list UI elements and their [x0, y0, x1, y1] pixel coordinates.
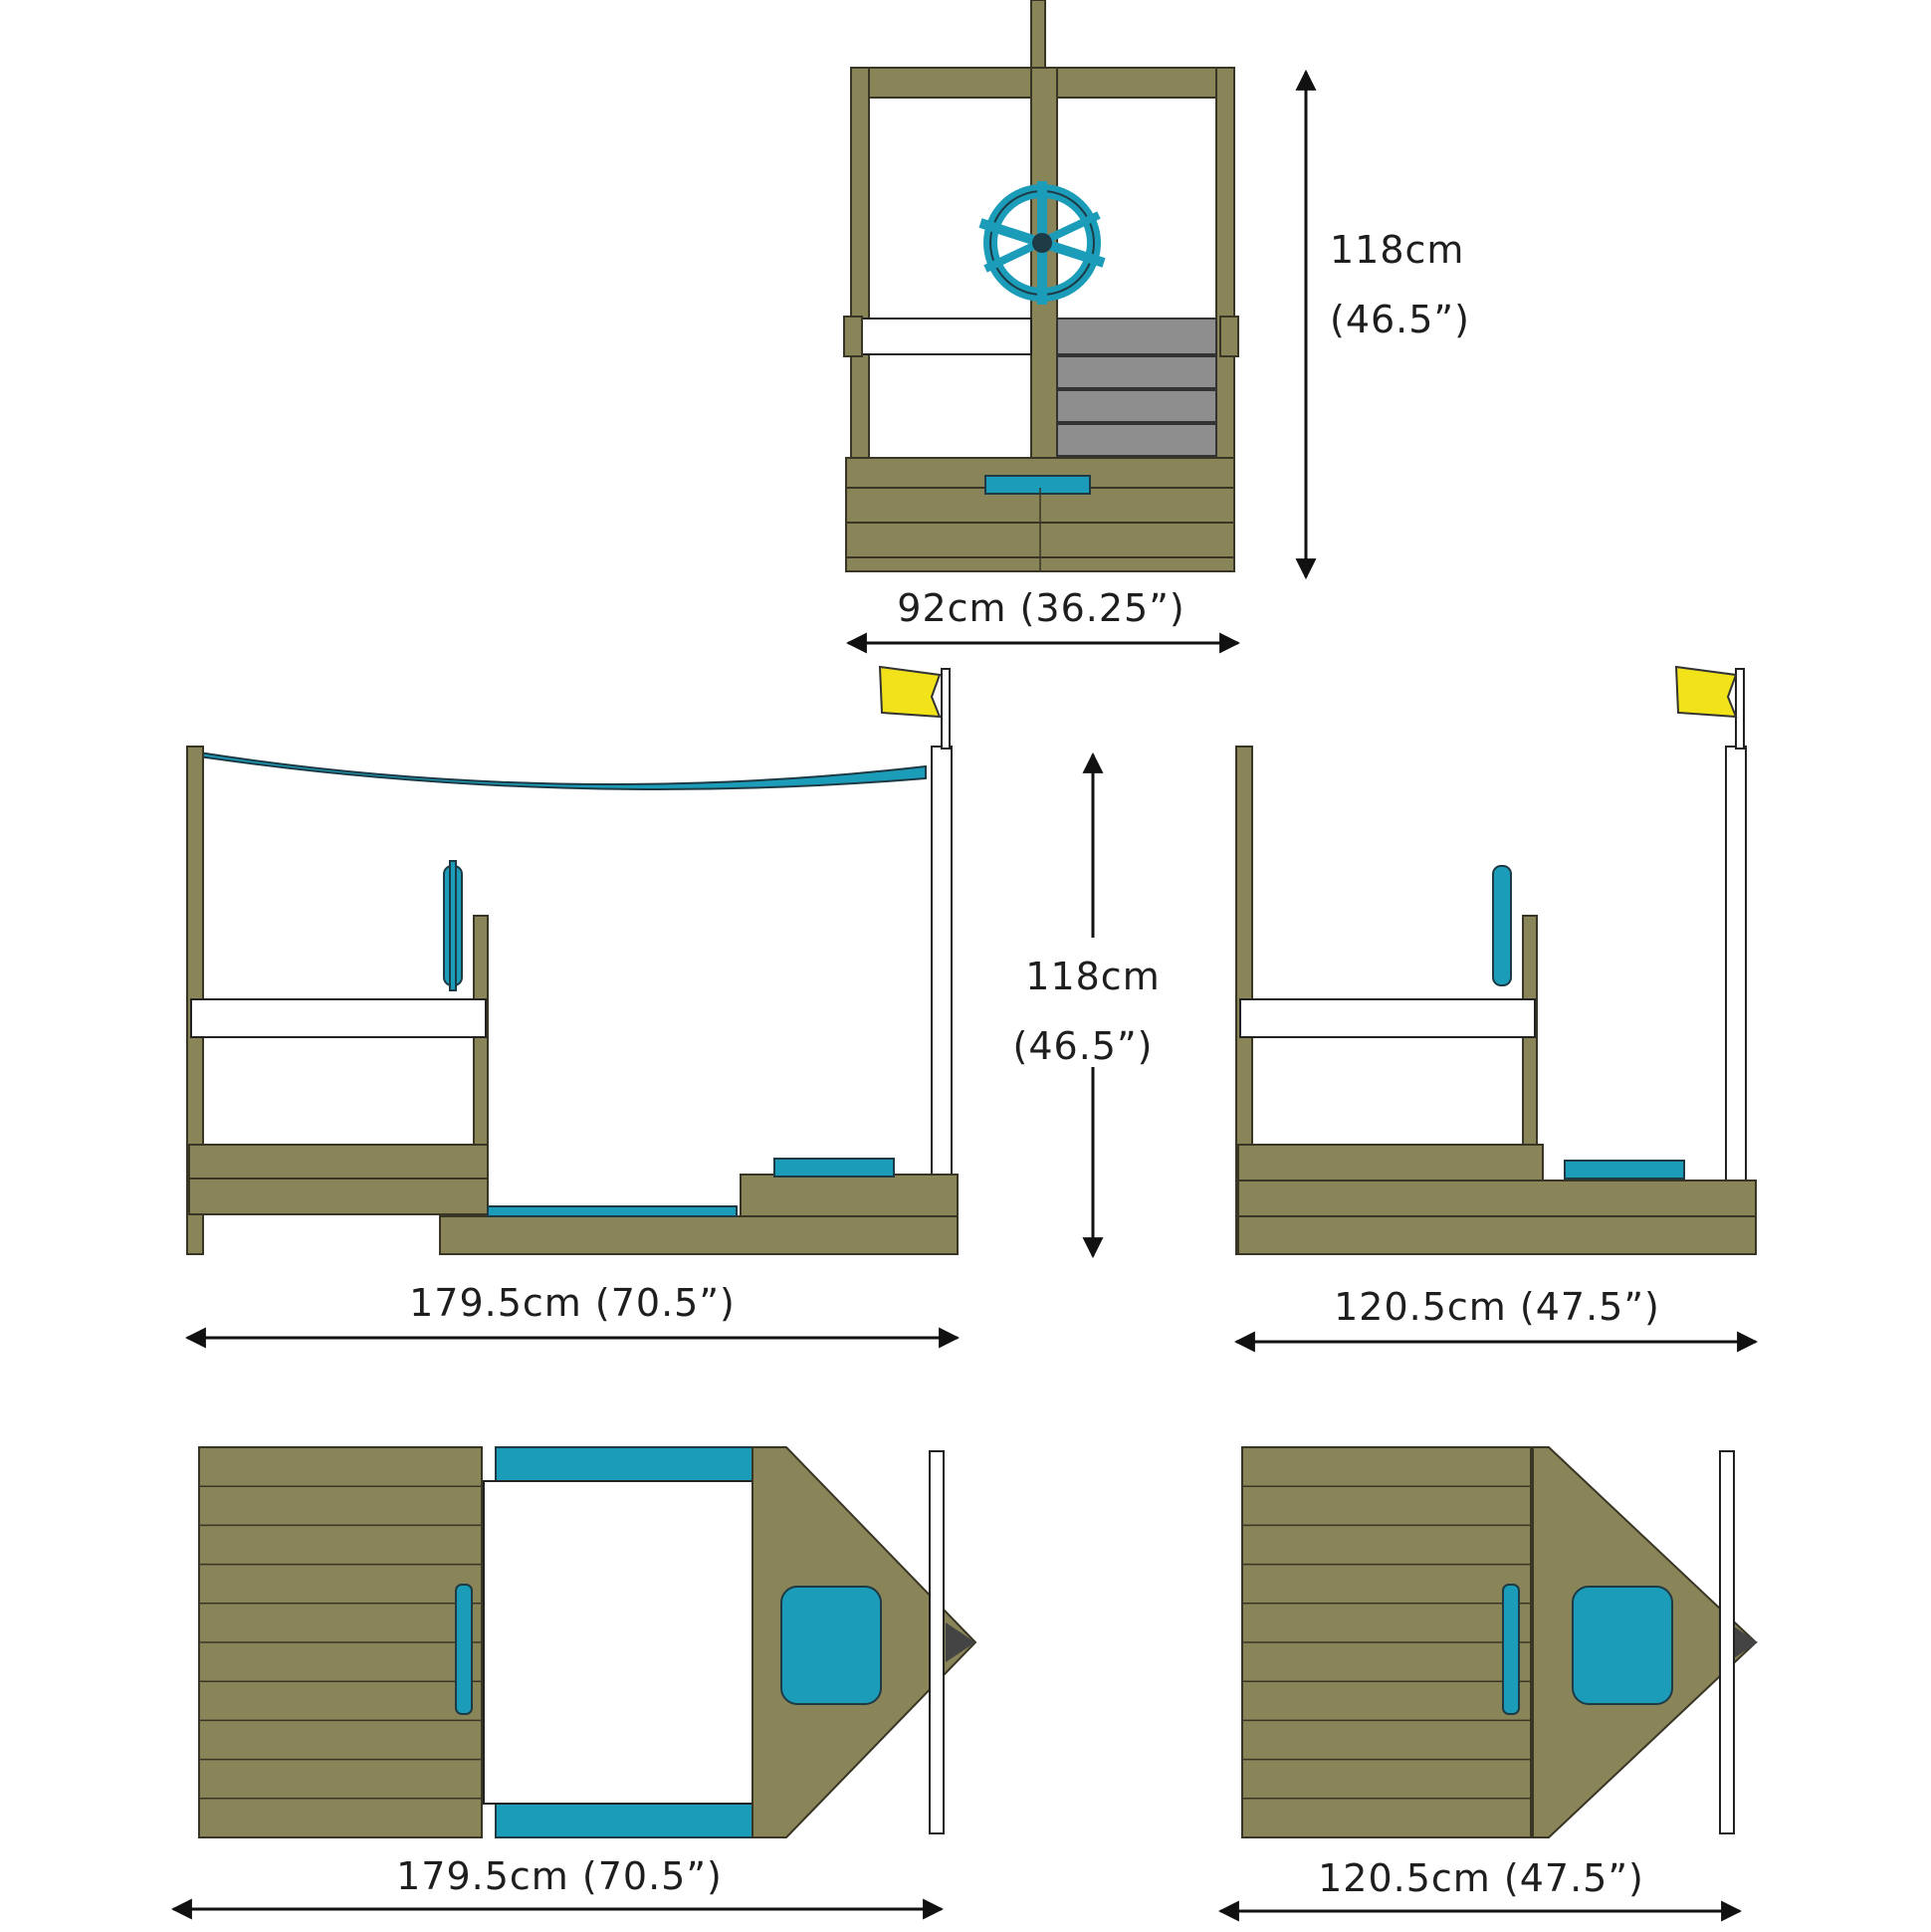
side-long-width-label: 179.5cm (70.5”)	[409, 1281, 736, 1325]
side-short-width-label: 120.5cm (47.5”)	[1334, 1285, 1660, 1329]
top-short-width-label: 120.5cm (47.5”)	[1318, 1856, 1644, 1900]
front-height-label: 118cm	[1330, 228, 1464, 272]
top-long-width-label: 179.5cm (70.5”)	[396, 1854, 723, 1898]
top-view-short	[1241, 1446, 1758, 1838]
side-view-long	[186, 665, 959, 1255]
steering-wheel-front	[978, 181, 1106, 305]
side-height-label: 118cm	[1025, 955, 1160, 998]
front-view	[843, 0, 1239, 572]
top-view-long	[198, 1446, 977, 1838]
canopy	[198, 751, 927, 790]
pirate-flag-long	[878, 665, 942, 719]
side-view-short	[1235, 665, 1757, 1255]
pirate-flag-short	[1674, 665, 1738, 719]
front-width-label: 92cm (36.25”)	[897, 586, 1184, 630]
front-height-inch-label: (46.5”)	[1330, 298, 1470, 341]
side-height-inch-label: (46.5”)	[1013, 1024, 1154, 1068]
